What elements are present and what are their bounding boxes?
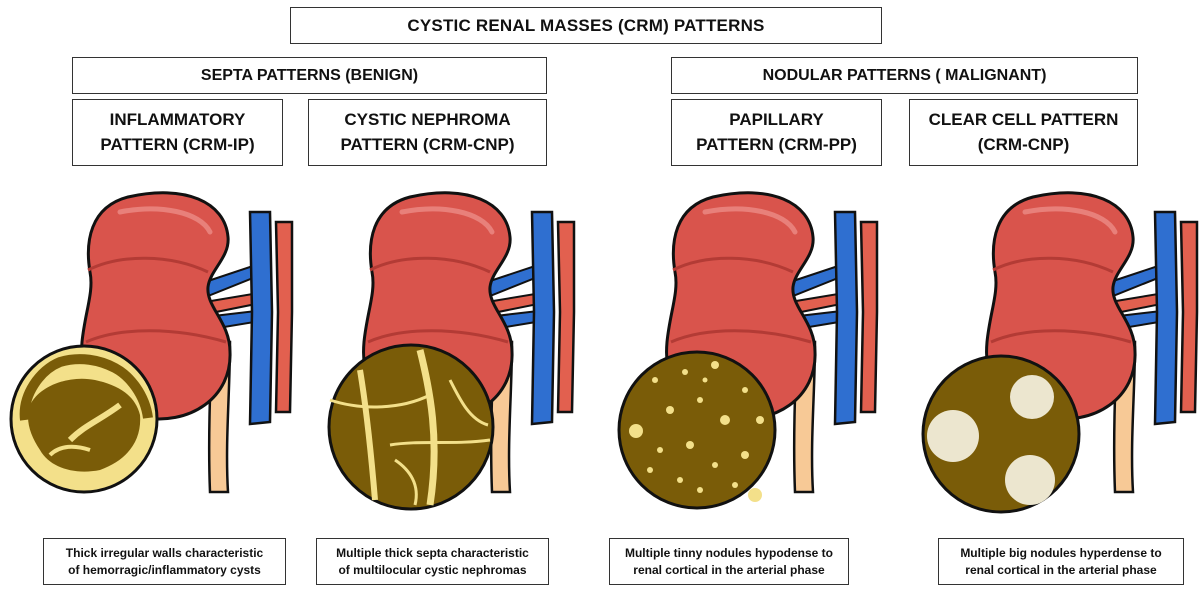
diagram-title: CYSTIC RENAL MASSES (CRM) PATTERNS [290, 7, 882, 44]
pattern-label-inflammatory: INFLAMMATORY PATTERN (CRM-IP) [72, 99, 283, 166]
lesion-cystic-nephroma [327, 343, 495, 511]
caption-papillary: Multiple tinny nodules hypodense to rena… [609, 538, 849, 585]
lesion-inflammatory [9, 344, 159, 494]
pattern-label-cystic-nephroma: CYSTIC NEPHROMA PATTERN (CRM-CNP) [308, 99, 547, 166]
caption-inflammatory: Thick irregular walls characteristic of … [43, 538, 286, 585]
lesion-clear-cell [921, 354, 1081, 514]
caption-cystic-nephroma: Multiple thick septa characteristic of m… [316, 538, 549, 585]
pattern-label-clear-cell: CLEAR CELL PATTERN (CRM-CNP) [909, 99, 1138, 166]
lesion-papillary [617, 350, 777, 510]
caption-clear-cell: Multiple big nodules hyperdense to renal… [938, 538, 1184, 585]
pattern-label-papillary: PAPILLARY PATTERN (CRM-PP) [671, 99, 882, 166]
group-header-malignant: NODULAR PATTERNS ( MALIGNANT) [671, 57, 1138, 94]
group-header-benign: SEPTA PATTERNS (BENIGN) [72, 57, 547, 94]
